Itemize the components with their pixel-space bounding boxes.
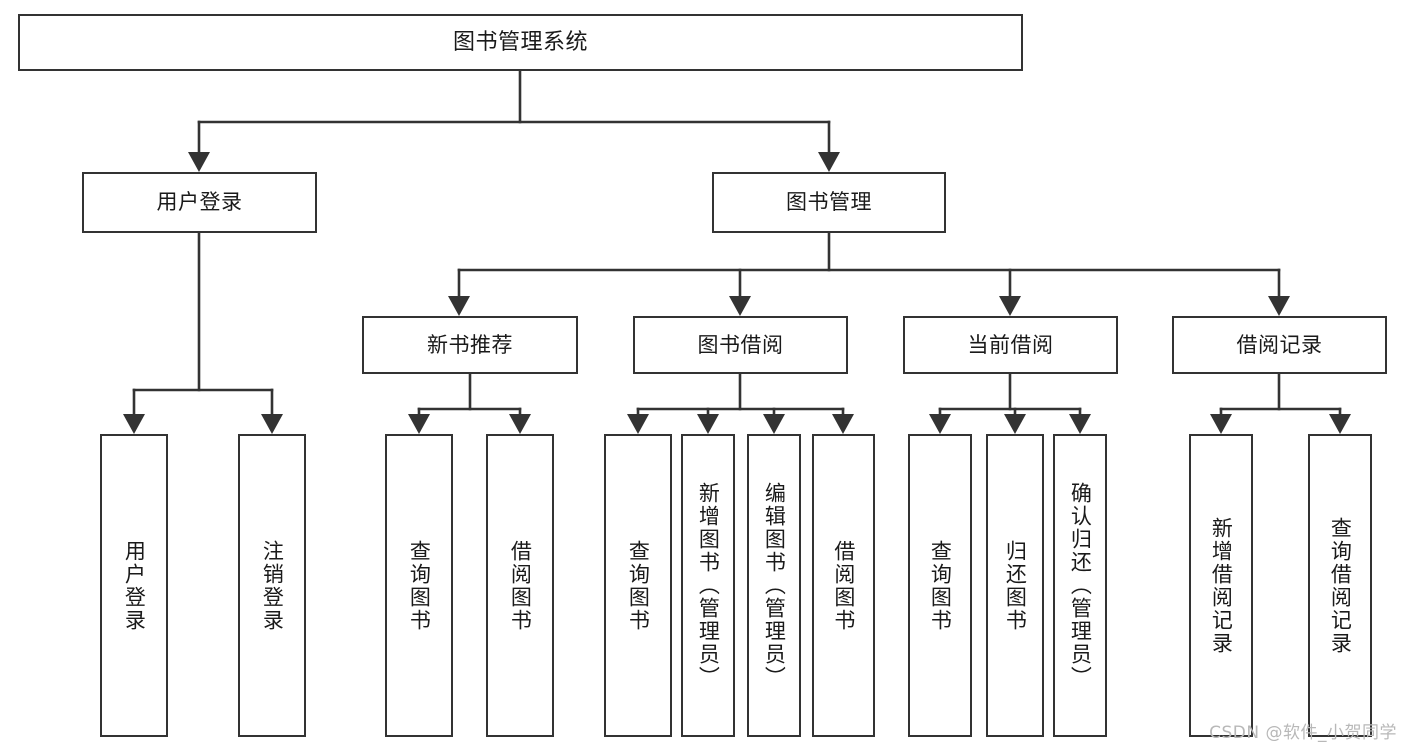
node-leaf-user-login-label: 用户登录 xyxy=(122,539,147,632)
arrow-head-borrow-to-leaves-2 xyxy=(763,414,785,434)
node-leaf-borrow-book-2-label: 借阅图书 xyxy=(831,539,856,632)
node-leaf-edit-book-label: 编辑图书（管理员） xyxy=(762,482,787,689)
node-leaf-add-book-label: 新增图书（管理员） xyxy=(696,482,721,689)
arrow-head-bookmanage-to-level2-0 xyxy=(448,296,470,316)
node-leaf-borrow-book-1-label: 借阅图书 xyxy=(508,539,533,632)
arrow-head-userlogin-to-leaves-1 xyxy=(261,414,283,434)
node-leaf-query-book-2[interactable]: 查询图书 xyxy=(604,434,672,737)
node-borrow-record-label: 借阅记录 xyxy=(1236,332,1323,357)
node-leaf-user-login[interactable]: 用户登录 xyxy=(100,434,168,737)
node-leaf-confirm-return-label: 确认归还（管理员） xyxy=(1068,482,1093,689)
arrow-head-record-to-leaves-0 xyxy=(1210,414,1232,434)
node-leaf-query-book-1[interactable]: 查询图书 xyxy=(385,434,453,737)
node-leaf-add-record-label: 新增借阅记录 xyxy=(1209,516,1234,655)
arrow-head-userlogin-to-leaves-0 xyxy=(123,414,145,434)
node-root-system[interactable]: 图书管理系统 xyxy=(18,14,1023,71)
node-book-borrow[interactable]: 图书借阅 xyxy=(633,316,848,374)
node-user-login[interactable]: 用户登录 xyxy=(82,172,317,233)
arrow-head-bookmanage-to-level2-3 xyxy=(1268,296,1290,316)
node-user-login-label: 用户登录 xyxy=(156,190,243,215)
node-leaf-query-record[interactable]: 查询借阅记录 xyxy=(1308,434,1372,737)
arrow-head-bookmanage-to-level2-1 xyxy=(729,296,751,316)
arrow-head-current-to-leaves-2 xyxy=(1069,414,1091,434)
node-leaf-user-logout[interactable]: 注销登录 xyxy=(238,434,306,737)
node-leaf-query-record-label: 查询借阅记录 xyxy=(1328,516,1353,655)
node-current-borrow-label: 当前借阅 xyxy=(967,332,1054,357)
node-book-manage[interactable]: 图书管理 xyxy=(712,172,946,233)
node-borrow-record[interactable]: 借阅记录 xyxy=(1172,316,1387,374)
node-leaf-return-book[interactable]: 归还图书 xyxy=(986,434,1044,737)
node-book-manage-label: 图书管理 xyxy=(786,190,872,215)
arrow-head-current-to-leaves-1 xyxy=(1004,414,1026,434)
node-leaf-confirm-return[interactable]: 确认归还（管理员） xyxy=(1053,434,1107,737)
node-leaf-query-book-3[interactable]: 查询图书 xyxy=(908,434,972,737)
arrow-head-borrow-to-leaves-0 xyxy=(627,414,649,434)
arrow-head-recommend-to-leaves-1 xyxy=(509,414,531,434)
node-leaf-borrow-book-1[interactable]: 借阅图书 xyxy=(486,434,554,737)
node-leaf-add-record[interactable]: 新增借阅记录 xyxy=(1189,434,1253,737)
arrow-head-recommend-to-leaves-0 xyxy=(408,414,430,434)
node-current-borrow[interactable]: 当前借阅 xyxy=(903,316,1118,374)
node-leaf-borrow-book-2[interactable]: 借阅图书 xyxy=(812,434,875,737)
node-leaf-query-book-1-label: 查询图书 xyxy=(407,539,432,632)
node-leaf-query-book-3-label: 查询图书 xyxy=(928,539,953,632)
node-new-book-recommend-label: 新书推荐 xyxy=(427,332,513,357)
watermark-text: CSDN @软件_小贺同学 xyxy=(1209,723,1397,743)
node-leaf-query-book-2-label: 查询图书 xyxy=(626,539,651,632)
node-root-system-label: 图书管理系统 xyxy=(452,29,588,55)
arrow-head-root-to-level1-1 xyxy=(818,152,840,172)
arrow-head-record-to-leaves-1 xyxy=(1329,414,1351,434)
arrow-head-borrow-to-leaves-1 xyxy=(697,414,719,434)
node-book-borrow-label: 图书借阅 xyxy=(697,332,784,357)
arrow-head-borrow-to-leaves-3 xyxy=(832,414,854,434)
node-leaf-return-book-label: 归还图书 xyxy=(1003,539,1028,632)
node-new-book-recommend[interactable]: 新书推荐 xyxy=(362,316,578,374)
arrow-head-bookmanage-to-level2-2 xyxy=(999,296,1021,316)
node-leaf-user-logout-label: 注销登录 xyxy=(260,539,285,632)
arrow-head-root-to-level1-0 xyxy=(188,152,210,172)
arrow-head-current-to-leaves-0 xyxy=(929,414,951,434)
node-leaf-edit-book[interactable]: 编辑图书（管理员） xyxy=(747,434,801,737)
node-leaf-add-book[interactable]: 新增图书（管理员） xyxy=(681,434,735,737)
